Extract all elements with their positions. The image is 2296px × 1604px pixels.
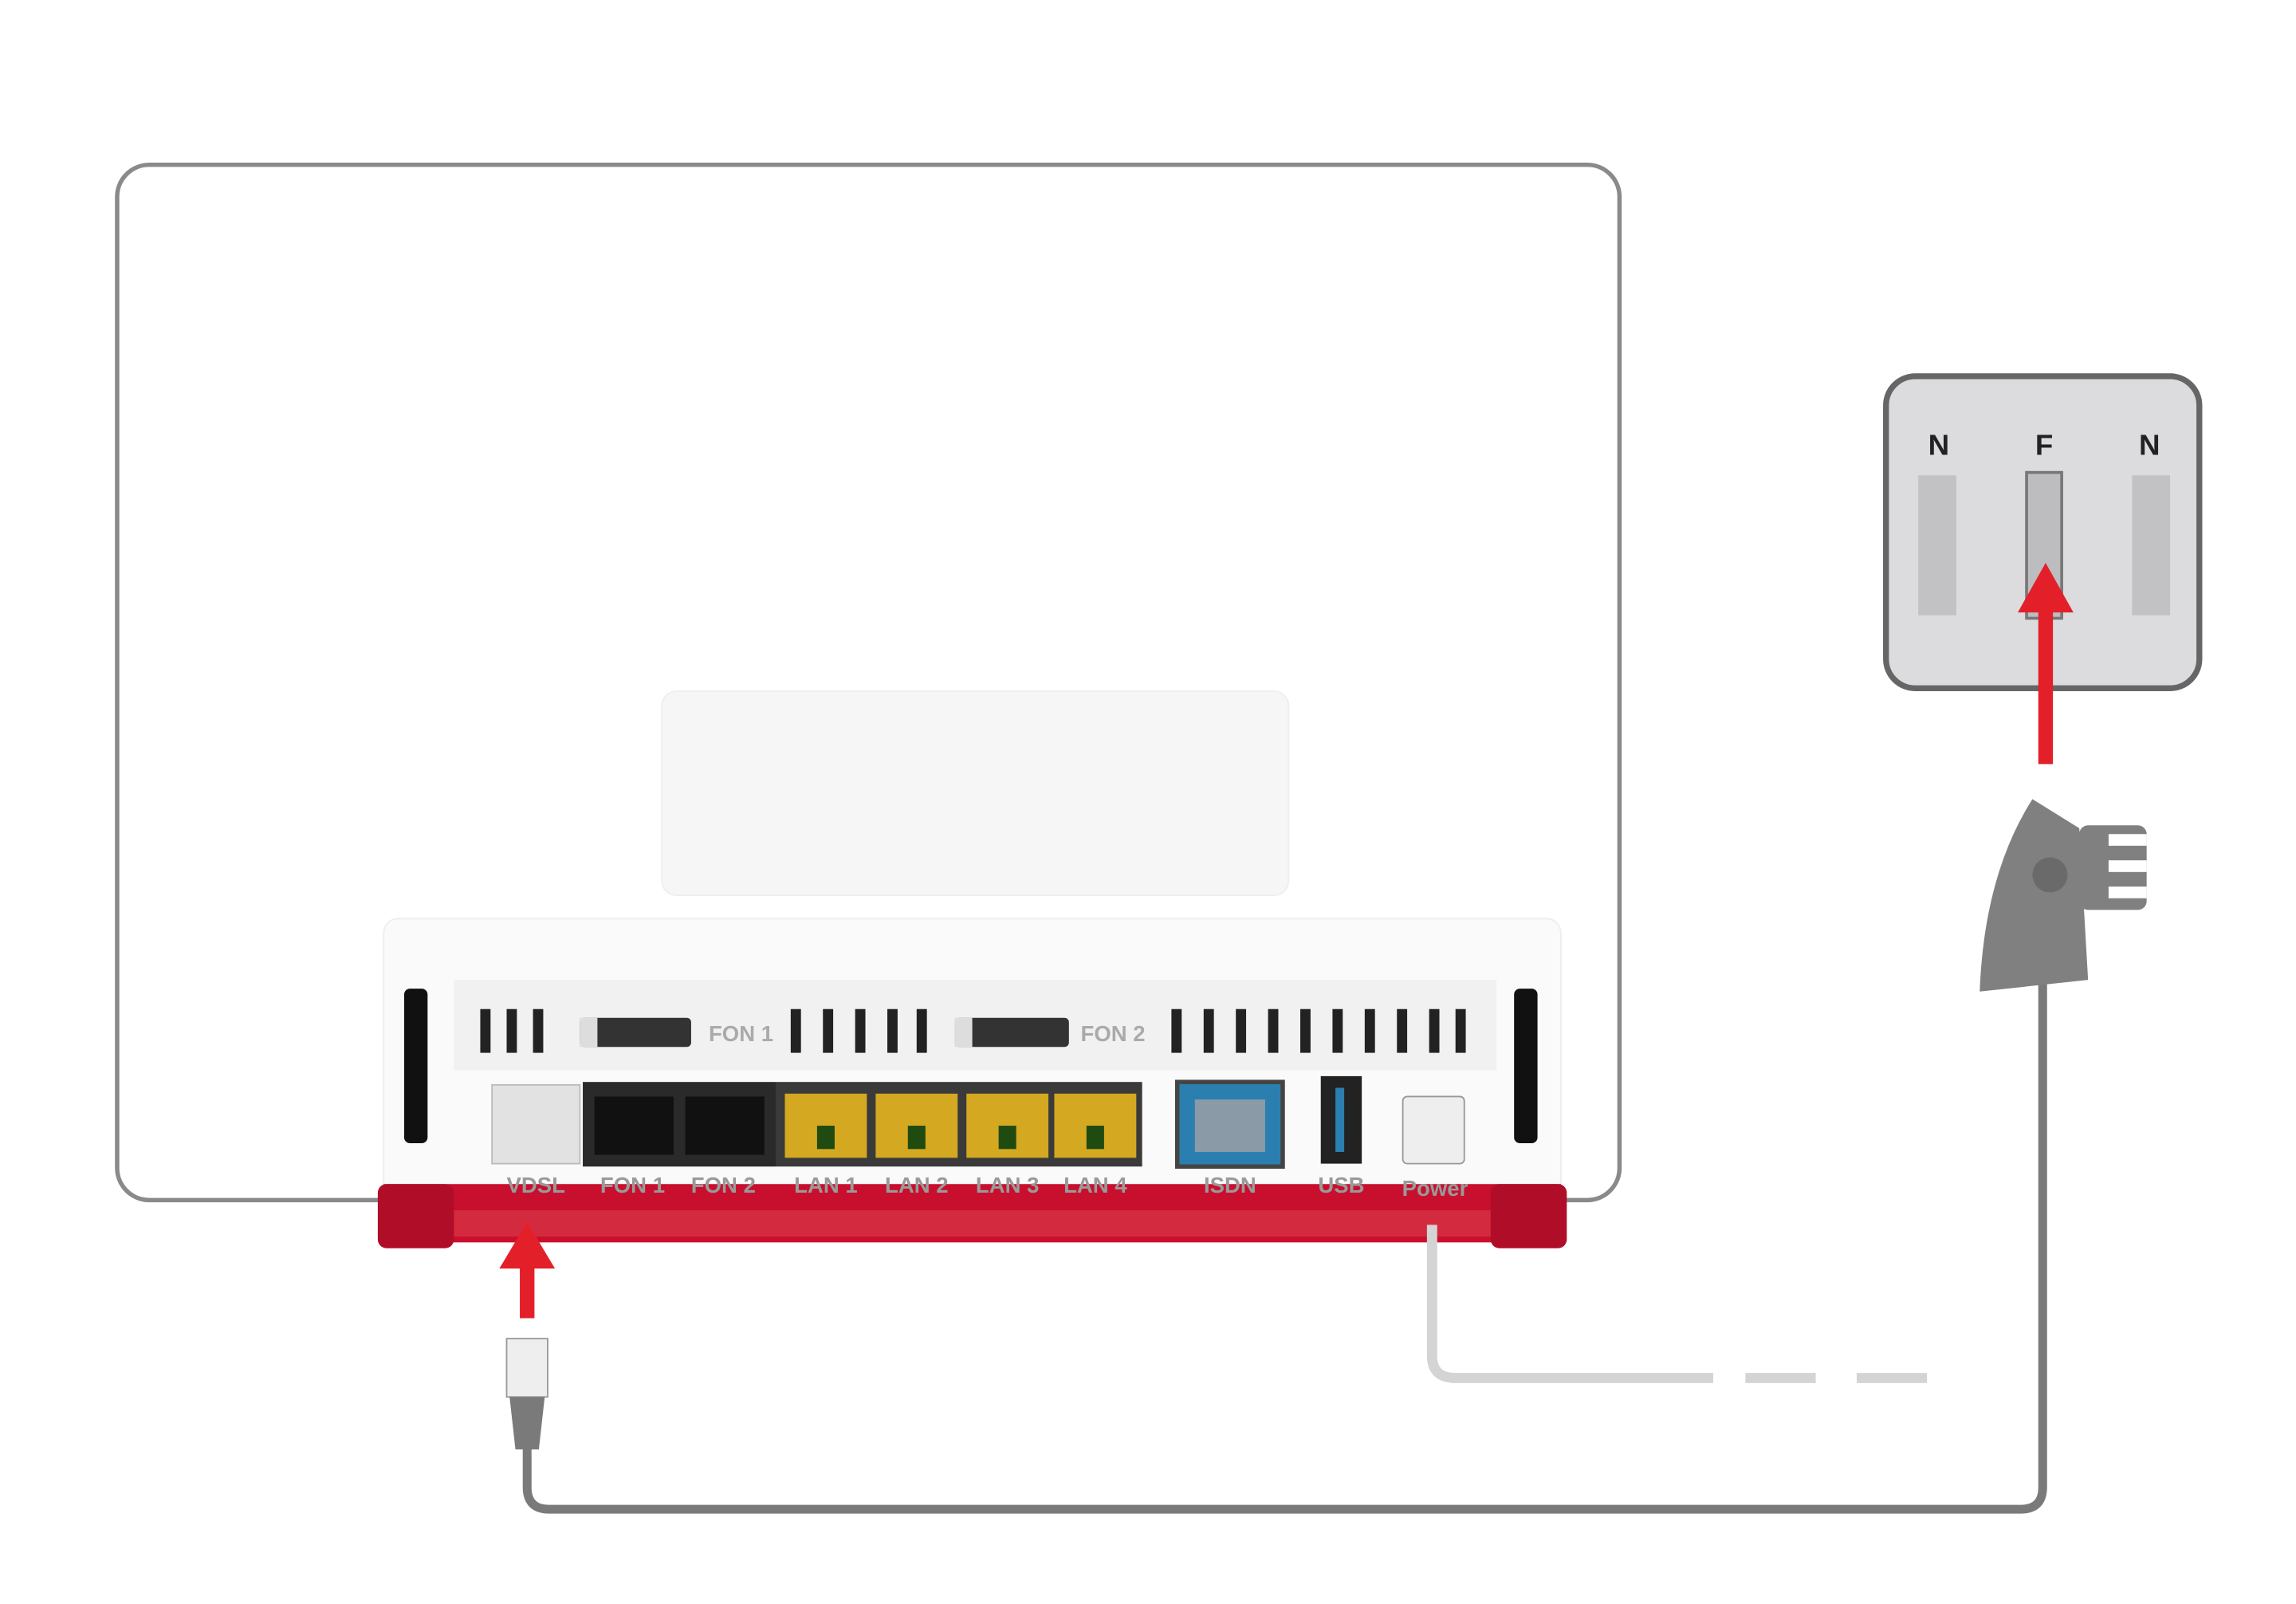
- dsl-cable: [522, 984, 2047, 1514]
- port-label-fon1: FON 1: [600, 1173, 665, 1197]
- socket-label-f: F: [2035, 429, 2053, 462]
- vdsl-port: [491, 1083, 581, 1165]
- port-label-isdn: ISDN: [1204, 1173, 1256, 1197]
- port-label-lan3: LAN 3: [976, 1173, 1040, 1197]
- power-port: [1402, 1095, 1465, 1165]
- top-label-fon1: FON 1: [709, 1021, 773, 1046]
- ports: [491, 1075, 1465, 1170]
- arrow-to-socket-icon: [2018, 563, 2074, 765]
- tae-plug: [1980, 799, 2147, 992]
- arrow-to-dsl-port-icon: [499, 1221, 556, 1319]
- port-labels: VDSL FON 1 FON 2 LAN 1 LAN 2 LAN 3 LAN 4…: [507, 1173, 1468, 1201]
- port-label-vdsl: VDSL: [507, 1173, 565, 1197]
- top-label-fon2: FON 2: [1081, 1021, 1146, 1046]
- port-label-lan1: LAN 1: [794, 1173, 858, 1197]
- port-label-usb: USB: [1318, 1173, 1364, 1197]
- rj45-plug: [505, 1338, 548, 1450]
- power-cable: [1426, 1225, 1713, 1383]
- vent-slots: [480, 1008, 1466, 1053]
- socket-label-n-right: N: [2139, 429, 2160, 462]
- fon-tae-port-1: [580, 1017, 691, 1048]
- port-label-lan2: LAN 2: [885, 1173, 949, 1197]
- port-label-power: Power: [1402, 1176, 1468, 1201]
- socket-label-n-left: N: [1928, 429, 1950, 462]
- router-label-plate: [661, 690, 1290, 896]
- port-label-fon2: FON 2: [691, 1173, 756, 1197]
- fon-tae-port-2: [954, 1017, 1069, 1048]
- tae-wall-socket: N F N: [1883, 373, 2203, 691]
- port-label-lan4: LAN 4: [1063, 1173, 1127, 1197]
